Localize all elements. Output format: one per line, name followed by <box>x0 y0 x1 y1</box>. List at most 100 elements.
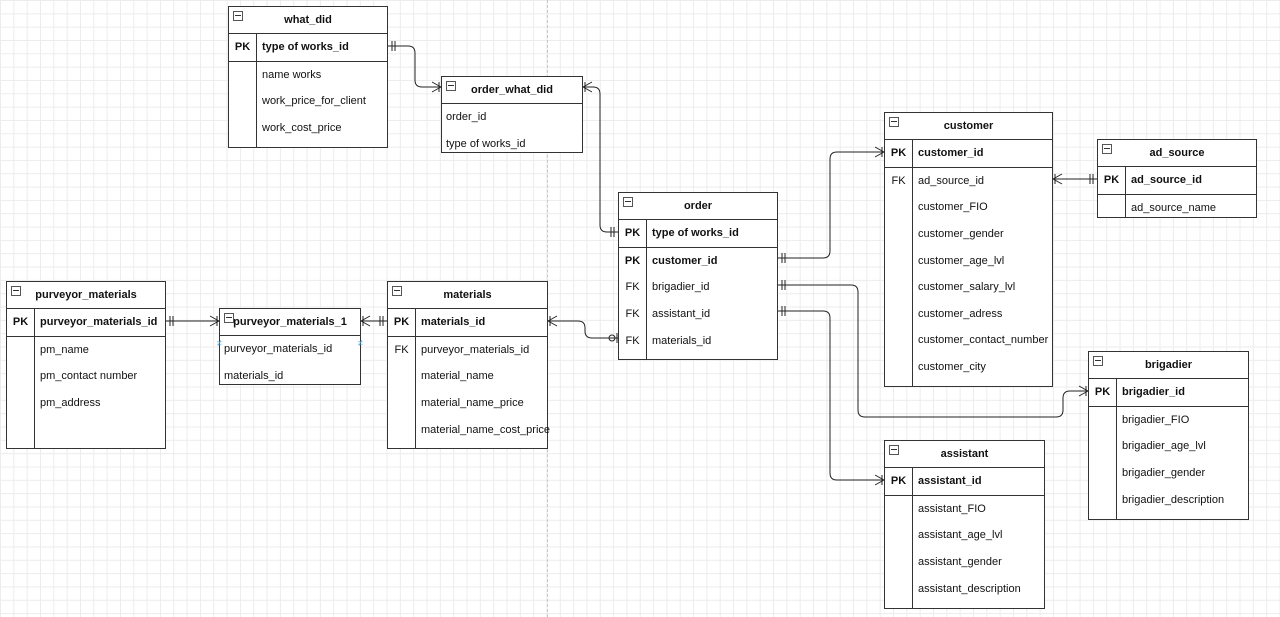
one-only-marker[interactable] <box>1089 174 1094 184</box>
attribute-row[interactable]: pm_address <box>7 390 165 417</box>
attribute-row[interactable]: customer_age_lvl <box>885 247 1052 274</box>
one-or-many-marker[interactable] <box>547 315 558 327</box>
attribute-row[interactable]: assistant_gender <box>885 549 1044 576</box>
one-only-marker[interactable] <box>610 227 615 237</box>
attribute-row[interactable]: name works <box>229 62 387 89</box>
entity-title[interactable]: purveyor_materials_1 <box>220 309 360 336</box>
attribute-row[interactable]: brigadier_gender <box>1089 460 1248 487</box>
one-or-many-marker[interactable] <box>874 146 885 158</box>
one-only-marker[interactable] <box>391 41 396 51</box>
entity-title[interactable]: customer <box>885 113 1052 140</box>
collapse-icon[interactable] <box>446 81 456 91</box>
attribute-row[interactable]: customer_salary_lvl <box>885 274 1052 301</box>
attribute-row[interactable]: customer_FIO <box>885 194 1052 221</box>
collapse-icon[interactable] <box>392 286 402 296</box>
attribute-row[interactable]: customer_adress <box>885 301 1052 328</box>
attribute-row[interactable]: order_id <box>442 104 582 131</box>
one-only-marker[interactable] <box>781 306 786 316</box>
attribute-row[interactable]: material_name_price <box>388 390 547 417</box>
collapse-icon[interactable] <box>1093 356 1103 366</box>
collapse-icon[interactable] <box>623 197 633 207</box>
attribute-row[interactable]: pm_contact number <box>7 363 165 390</box>
attribute-row[interactable]: work_cost_price <box>229 115 387 142</box>
attribute-row[interactable]: customer_gender <box>885 221 1052 248</box>
relationship-line[interactable] <box>548 320 618 339</box>
collapse-icon[interactable] <box>889 445 899 455</box>
one-or-many-marker[interactable] <box>360 315 371 327</box>
relationship-line[interactable] <box>778 310 884 481</box>
collapse-icon[interactable] <box>889 117 899 127</box>
collapse-icon[interactable] <box>233 11 243 21</box>
entity-title[interactable]: ad_source <box>1098 140 1256 167</box>
one-or-many-marker[interactable] <box>582 81 593 93</box>
attribute-row[interactable]: customer_contact_number <box>885 327 1052 354</box>
one-or-many-marker[interactable] <box>874 474 885 486</box>
one-or-many-marker[interactable] <box>431 81 442 93</box>
entity-title[interactable]: what_did <box>229 7 387 34</box>
entity-title[interactable]: materials <box>388 282 547 309</box>
attribute-row[interactable]: brigadier_age_lvl <box>1089 433 1248 460</box>
relationship-line[interactable] <box>778 284 1088 418</box>
attribute-row[interactable]: work_price_for_client <box>229 88 387 115</box>
one-or-many-marker[interactable] <box>1078 385 1089 397</box>
attribute-row[interactable]: assistant_age_lvl <box>885 522 1044 549</box>
attribute-row[interactable]: ad_source_name <box>1098 195 1256 222</box>
collapse-icon[interactable] <box>1102 144 1112 154</box>
attribute-row[interactable]: brigadier_FIO <box>1089 407 1248 434</box>
entity-title[interactable]: purveyor_materials <box>7 282 165 309</box>
attribute-row[interactable]: pm_name <box>7 337 165 364</box>
one-or-many-marker[interactable] <box>1052 173 1063 185</box>
attribute-row[interactable]: type of works_id <box>442 131 582 158</box>
entity-title[interactable]: assistant <box>885 441 1044 468</box>
attribute-row[interactable]: material_name <box>388 363 547 390</box>
entity-title[interactable]: order_what_did <box>442 77 582 104</box>
entity-title[interactable]: order <box>619 193 777 220</box>
one-only-marker[interactable] <box>781 253 786 263</box>
one-or-many-marker[interactable] <box>209 315 220 327</box>
one-only-marker[interactable] <box>169 316 174 326</box>
collapse-icon[interactable] <box>224 313 234 323</box>
collapse-icon[interactable] <box>11 286 21 296</box>
connection-point-icon[interactable]: ≠ <box>217 338 222 348</box>
attribute-row[interactable]: material_name_cost_price <box>388 416 550 443</box>
entity-title[interactable]: brigadier <box>1089 352 1248 379</box>
relationship-line[interactable] <box>388 45 441 88</box>
relationship-line[interactable] <box>583 86 618 233</box>
attribute-row[interactable] <box>7 416 165 443</box>
connection-point-icon[interactable]: ≠ <box>358 338 363 348</box>
attribute-row[interactable]: purveyor_materials_id <box>220 336 360 363</box>
attribute-row[interactable]: customer_city <box>885 354 1052 381</box>
one-only-marker[interactable] <box>781 280 786 290</box>
attribute-row[interactable]: brigadier_description <box>1089 486 1248 513</box>
attribute-row[interactable]: materials_id <box>220 363 360 390</box>
one-only-marker[interactable] <box>379 316 384 326</box>
attribute-row[interactable]: assistant_FIO <box>885 496 1044 523</box>
relationship-line[interactable] <box>778 151 884 259</box>
attribute-row[interactable]: assistant_description <box>885 575 1044 602</box>
